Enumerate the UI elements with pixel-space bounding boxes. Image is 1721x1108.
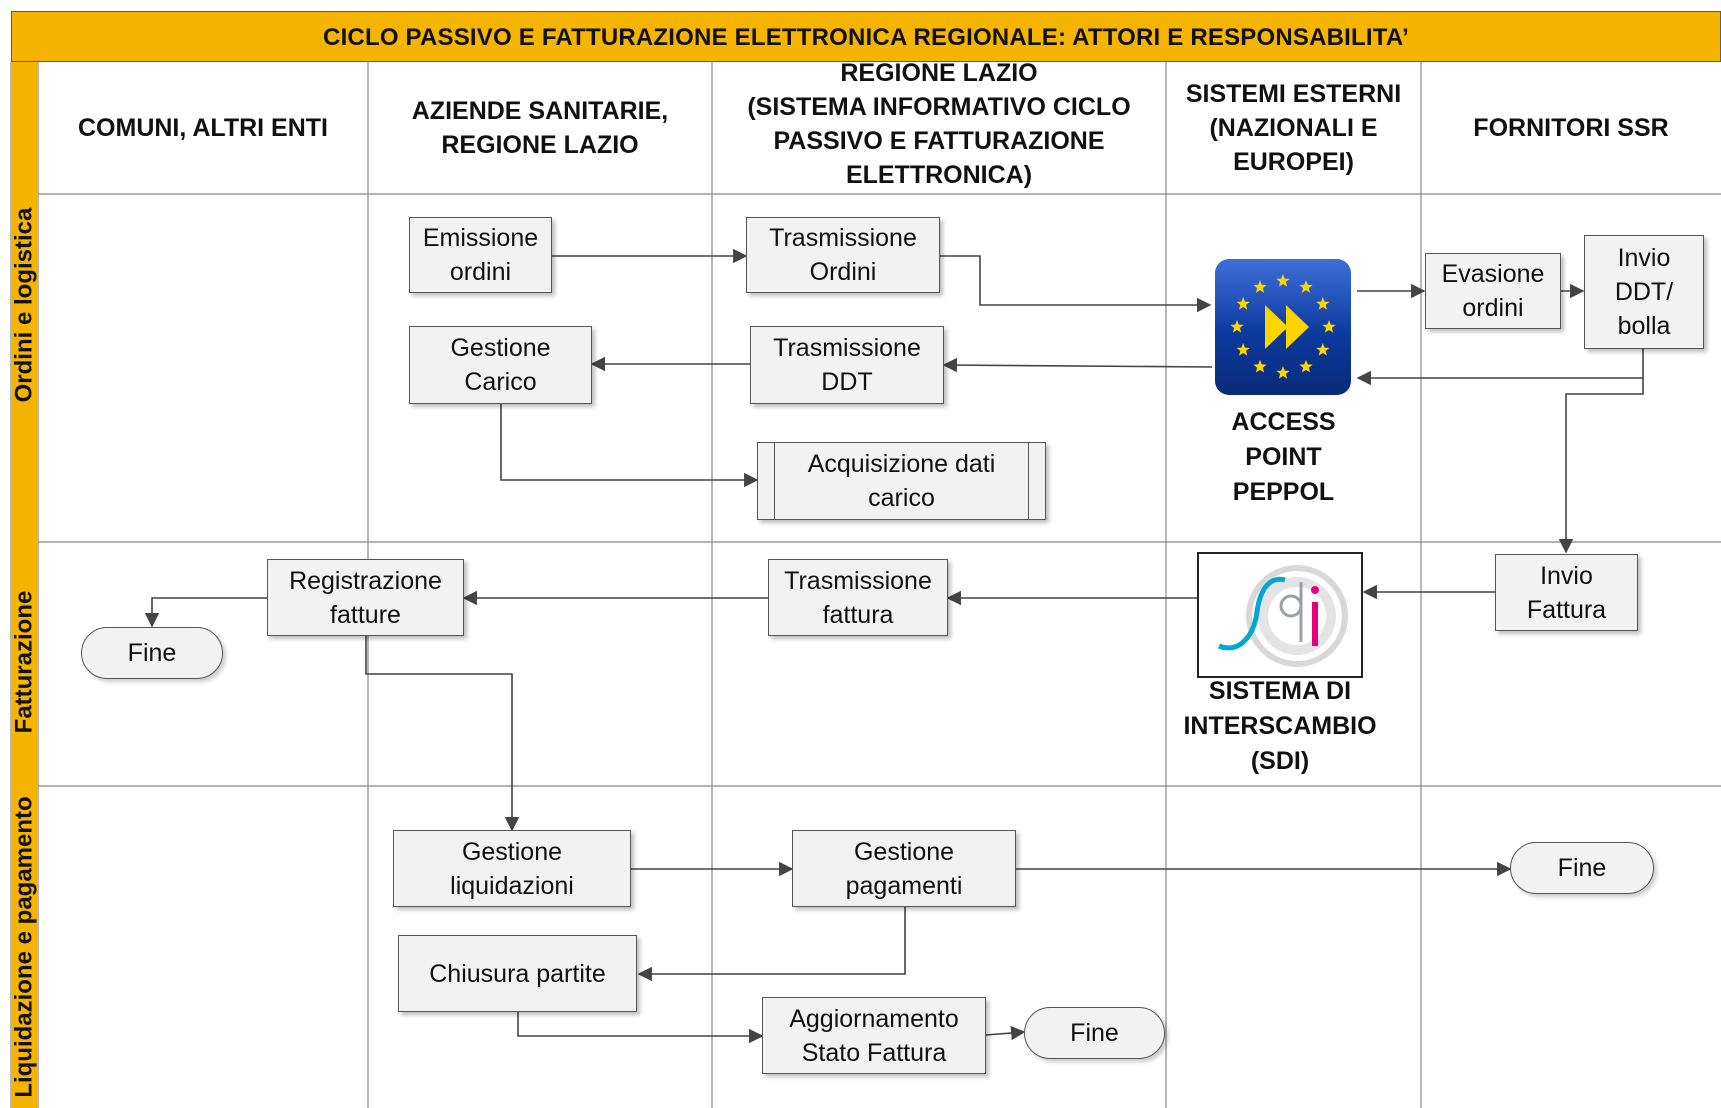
- process-gestione-liquidazioni[interactable]: Gestione liquidazioni: [393, 830, 631, 907]
- terminator-fine-pagamenti[interactable]: Fine: [1510, 842, 1654, 894]
- lane-label-fatturazione: Fatturazione: [11, 562, 38, 762]
- process-label: Invio Fattura: [1526, 561, 1607, 624]
- column-header-aziende: AZIENDE SANITARIE, REGIONE LAZIO: [368, 62, 712, 194]
- star-icon: [1316, 297, 1330, 310]
- terminator-fine-aggiornamento[interactable]: Fine: [1024, 1007, 1165, 1059]
- star-icon: [1276, 366, 1290, 379]
- star-icon: [1316, 343, 1330, 356]
- arrow-pagamenti-to-chiusura: [637, 906, 906, 982]
- terminator-label: Fine: [1557, 853, 1607, 882]
- process-trasmissione-ordini[interactable]: Trasmissione Ordini: [746, 217, 940, 293]
- process-label: Gestione liquidazioni: [450, 837, 574, 900]
- arrow-invio-ddt-to-invio-fattura: [1558, 378, 1644, 554]
- process-label: Registrazione fatture: [289, 566, 442, 629]
- column-header-label: AZIENDE SANITARIE, REGIONE LAZIO: [411, 97, 669, 159]
- star-icon: [1276, 274, 1290, 287]
- lane-label-text: Liquidazione e pagamento: [10, 796, 38, 1098]
- column-header-comuni: COMUNI, ALTRI ENTI: [38, 62, 368, 194]
- peppol-eu-stars-icon: [1215, 259, 1351, 395]
- arrow-aggiornamento-to-fine: [985, 1025, 1026, 1041]
- process-label: Trasmissione fattura: [784, 566, 932, 629]
- process-label: Emissione ordini: [422, 224, 539, 286]
- lane-label-liquidazione: Liquidazione e pagamento: [11, 786, 38, 1108]
- lane-strip-liquidazione: [11, 786, 38, 1108]
- column-header-label: FORNITORI SSR: [1473, 114, 1669, 142]
- star-icon: [1230, 320, 1244, 333]
- star-icon: [1299, 280, 1313, 293]
- terminator-fine-fatturazione[interactable]: Fine: [81, 627, 223, 679]
- column-header-fornitori: FORNITORI SSR: [1421, 62, 1721, 194]
- arrow-registrazione-to-gestione-liquidazioni: [365, 636, 520, 832]
- column-header-label: REGIONE LAZIO (SISTEMA INFORMATIVO CICLO…: [747, 59, 1131, 189]
- star-icon: [1299, 359, 1313, 373]
- star-icon: [1236, 297, 1250, 310]
- process-trasmissione-fattura[interactable]: Trasmissione fattura: [768, 559, 948, 636]
- process-chiusura-partite[interactable]: Chiusura partite: [398, 935, 637, 1012]
- star-icon: [1236, 343, 1250, 356]
- process-label: Gestione Carico: [450, 334, 551, 396]
- sdi-logo-frame: [1197, 552, 1363, 678]
- process-trasmissione-ddt[interactable]: Trasmissione DDT: [750, 326, 944, 404]
- process-label: Chiusura partite: [429, 959, 606, 988]
- process-label: Acquisizione dati carico: [807, 450, 996, 512]
- process-registrazione-fatture[interactable]: Registrazione fatture: [267, 559, 464, 636]
- arrow-gestione-carico-to-acquisizione: [500, 404, 759, 488]
- process-label: Invio DDT/ bolla: [1614, 244, 1674, 340]
- lane-label-text: Fatturazione: [10, 590, 38, 734]
- process-aggiornamento-stato-fattura[interactable]: Aggiornamento Stato Fattura: [762, 997, 986, 1074]
- terminator-label: Fine: [1070, 1018, 1119, 1047]
- process-evasione-ordini[interactable]: Evasione ordini: [1425, 253, 1561, 329]
- title-bar: CICLO PASSIVO E FATTURAZIONE ELETTRONICA…: [11, 11, 1721, 62]
- process-emissione-ordini[interactable]: Emissione ordini: [409, 217, 552, 293]
- lane-strip-fatturazione: [11, 542, 38, 786]
- process-label: Trasmissione DDT: [773, 334, 921, 396]
- arrow-peppol-to-trasmissione-ddt: [942, 357, 1213, 373]
- diagram-title: CICLO PASSIVO E FATTURAZIONE ELETTRONICA…: [323, 24, 1409, 51]
- arrow-registrazione-to-fine: [144, 597, 267, 628]
- lane-strip-ordini: [11, 62, 38, 542]
- process-gestione-pagamenti[interactable]: Gestione pagamenti: [792, 830, 1016, 907]
- process-invio-fattura[interactable]: Invio Fattura: [1495, 554, 1638, 631]
- column-header-sistemi-esterni: SISTEMI ESTERNI (NAZIONALI E EUROPEI): [1166, 62, 1421, 194]
- process-invio-ddt-bolla[interactable]: Invio DDT/ bolla: [1584, 235, 1704, 349]
- column-header-label: COMUNI, ALTRI ENTI: [78, 114, 328, 142]
- sdi-logo-icon: [1218, 565, 1348, 667]
- sdi-caption: SISTEMA DI INTERSCAMBIO (SDI): [1183, 677, 1377, 775]
- arrow-chiusura-to-aggiornamento: [517, 1012, 764, 1044]
- column-header-label: SISTEMI ESTERNI (NAZIONALI E EUROPEI): [1185, 80, 1402, 176]
- process-label: Gestione pagamenti: [845, 837, 963, 900]
- peppol-caption: ACCESS POINT PEPPOL: [1231, 408, 1336, 506]
- process-label: Evasione ordini: [1441, 260, 1545, 322]
- process-gestione-carico[interactable]: Gestione Carico: [409, 326, 592, 404]
- process-label: Aggiornamento Stato Fattura: [789, 1004, 959, 1067]
- process-acquisizione-dati-carico[interactable]: Acquisizione dati carico: [757, 442, 1046, 520]
- star-icon: [1253, 280, 1267, 293]
- star-icon: [1322, 320, 1336, 333]
- column-header-regione: REGIONE LAZIO (SISTEMA INFORMATIVO CICLO…: [712, 58, 1166, 190]
- arrow-trasmissione-ordini-to-peppol: [940, 255, 1212, 313]
- star-icon: [1253, 359, 1267, 373]
- lane-label-text: Ordini e logistica: [10, 207, 38, 403]
- arrow-invio-ddt-to-peppol: [1356, 349, 1644, 386]
- process-label: Trasmissione Ordini: [769, 224, 917, 286]
- lane-label-ordini: Ordini e logistica: [11, 194, 38, 416]
- terminator-label: Fine: [127, 638, 177, 667]
